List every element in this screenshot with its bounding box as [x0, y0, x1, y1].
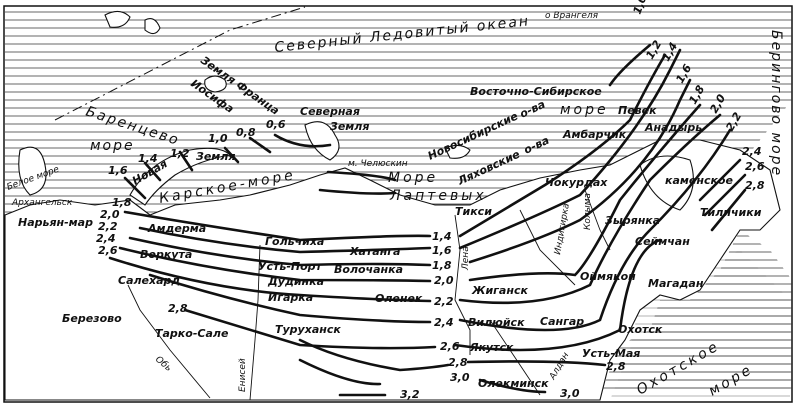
river-kolyma: Колыма	[583, 193, 593, 230]
river-lena: Лена	[461, 246, 471, 271]
place-tiksi: Тикси	[455, 205, 492, 218]
rivers	[127, 189, 611, 401]
sea-label-bering: Берингово море	[768, 30, 784, 177]
isoline-label: 3,0	[560, 387, 580, 400]
place-berezovo: Березово	[62, 312, 122, 325]
place-vilyuysk: Вилюйск	[468, 316, 525, 329]
isoline-label: 2,6	[98, 244, 118, 257]
sea-label-laptev-2: Лаптевых	[389, 188, 487, 204]
place-golchikha: Гольчиха	[265, 235, 324, 248]
isoline-label: 2,6	[440, 340, 460, 353]
isoline-label: 2,4	[434, 316, 454, 329]
place-kamenskoe: каменское	[665, 174, 733, 187]
isoline-label: 2,8	[448, 356, 468, 369]
place-zhigansk: Жиганск	[471, 284, 528, 297]
isoline-label: 0,6	[266, 118, 286, 131]
place-vorkuta: Воркута	[140, 248, 192, 261]
cape-chelyuskin: м. Челюскин	[348, 159, 408, 169]
place-seymchan: Сеймчан	[635, 235, 690, 248]
isoline-label: 2,8	[606, 360, 626, 373]
isoline-label: 1,6	[108, 164, 128, 177]
river-yenisei: Енисей	[238, 358, 248, 392]
place-zyryanka: Зырянка	[605, 214, 660, 227]
isoline-label: 2,2	[98, 220, 118, 233]
place-dudinka: Дудинка	[267, 275, 324, 288]
place-ambarchik: Амбарчик	[562, 128, 627, 141]
land	[4, 10, 781, 401]
place-pevek: Певек	[618, 104, 657, 117]
isoline-label: 2,4	[742, 145, 762, 158]
isoline-label: 1,6	[432, 244, 452, 257]
place-ust-maya: Усть-Мая	[582, 347, 640, 360]
place-salekhard: Салехард	[118, 274, 180, 287]
place-turukhansk: Туруханск	[275, 323, 341, 336]
isoline-label: 0,8	[236, 126, 256, 139]
isoline-label: 1,0	[208, 132, 228, 145]
place-yakutsk: Якутск	[469, 341, 514, 354]
isoline-label: 1,4	[432, 230, 452, 243]
place-chokurdakh: Чокурдах	[545, 176, 608, 189]
isoline-label: 1,8	[432, 259, 452, 272]
isoline-label: 1,2	[170, 147, 190, 160]
isoline-label: 1,4	[138, 152, 158, 165]
place-magadan: Магадан	[648, 277, 704, 290]
place-labels: Архангельск Нарьян-мар Амдерма Воркута С…	[11, 104, 762, 390]
isoline-label: 2,2	[434, 295, 454, 308]
place-tilichiki: Тиличики	[700, 206, 762, 219]
place-igarka: Игарка	[268, 291, 313, 304]
isoline-label: 2,4	[96, 232, 116, 245]
place-anadyr: Анадырь	[644, 121, 702, 134]
place-volochanka: Волочанка	[334, 263, 403, 276]
sea-label-east-siberian: Восточно-Сибирское	[470, 85, 602, 98]
sea-label-laptev: Море	[388, 170, 438, 186]
dateline-boundary	[54, 6, 306, 121]
isoline-label: 3,0	[450, 371, 470, 384]
place-amderma: Амдерма	[147, 222, 206, 235]
isoline-label: 2,0	[434, 274, 454, 287]
island-novaya-2: Земля	[196, 150, 235, 163]
map-frame	[3, 5, 793, 403]
place-okhotsk: Охотск	[618, 323, 663, 336]
island-severnaya-2: Земля	[330, 120, 369, 133]
isoline-label: 2,8	[745, 179, 765, 192]
sea-area	[5, 7, 792, 400]
island-wrangel: о Врангеля	[545, 11, 599, 21]
place-khatanga: Хатанга	[349, 245, 400, 258]
isoline-label: 1,8	[112, 196, 132, 209]
isoline-label: 3,2	[400, 388, 420, 401]
place-tarko-sale: Тарко-Сале	[155, 327, 229, 340]
sea-label-barents-2: море	[90, 138, 135, 154]
place-naryan-mar: Нарьян-мар	[18, 216, 93, 229]
isolines	[108, 43, 747, 397]
sea-label-east-siberian-2: море	[560, 102, 609, 118]
place-sangar: Сангар	[540, 315, 584, 328]
island-severnaya: Северная	[300, 105, 360, 118]
place-oymyakon: Оймякон	[580, 270, 636, 283]
place-ust-port: Усть-Порт	[258, 260, 323, 273]
isoline-label: 2,8	[168, 302, 188, 315]
isoline-label: 2,6	[745, 160, 765, 173]
place-olenek: Оленек	[375, 292, 423, 305]
place-olekminsk: Олекминск	[478, 377, 549, 390]
place-arkhangelsk: Архангельск	[11, 198, 73, 208]
isoline-label: 2,0	[100, 208, 120, 221]
